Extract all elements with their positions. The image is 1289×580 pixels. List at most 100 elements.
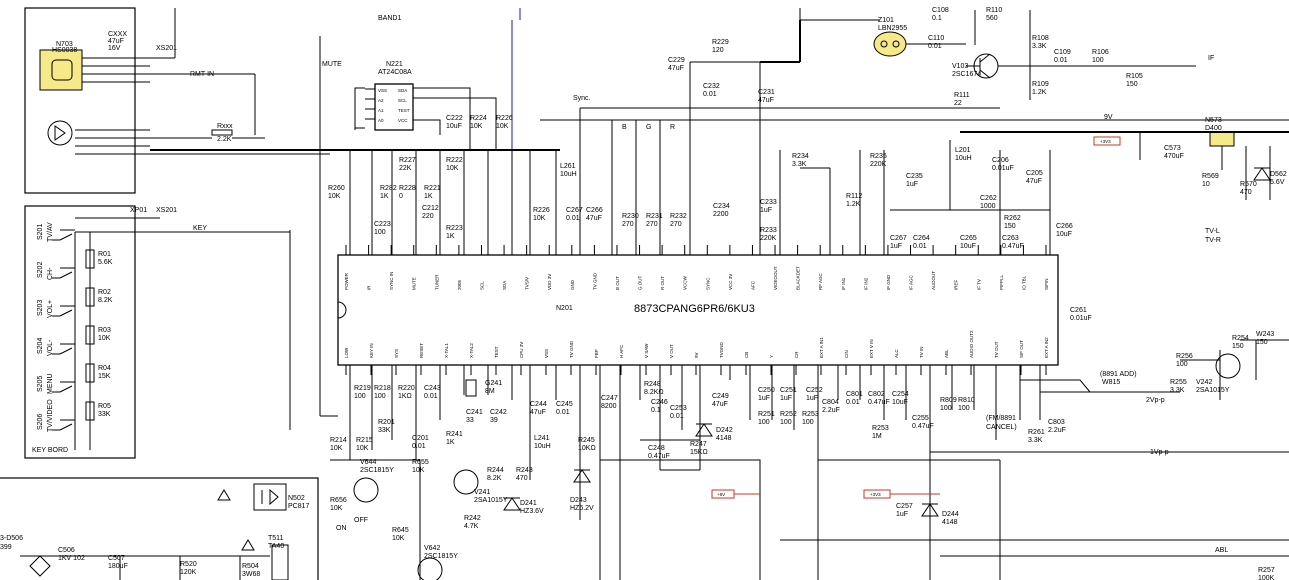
component-value: 10uF [892,399,908,406]
component-value: 220K [760,235,777,242]
bottom-pin-label: CR [794,351,799,358]
component-labels: R26010KC223100R2821KR2280R22722KR2211KR2… [58,7,1287,580]
keyboard-xp-label: XP01 [130,207,147,214]
top-pin-label: VIDEOOUT [773,266,778,290]
top-pin-label: SYNC [705,277,710,290]
bottom-pin-label: EXT A IN2 [1044,337,1049,358]
component-ref: R234 [792,153,809,160]
keyboard-resistor [85,287,95,307]
component-value: 1uF [896,511,908,518]
component-ref: R245 [578,437,595,444]
bottom-pin-label: X-TAL2 [469,343,474,358]
component-value: 22K [399,165,412,172]
component-value: 8.2KΩ [644,389,664,396]
component-value: 150 [1126,81,1138,88]
eeprom-part: AT24C08A [378,69,412,76]
ir-cap-volt: 16V [108,45,121,52]
component-ref: C201 [412,435,429,442]
component-value: 10uF [1056,231,1072,238]
bottom-pin-label: CIN [844,350,849,358]
bottom-pin-label: Y [769,355,774,358]
top-pin-label: RF AGC [818,272,823,290]
net-8891-add: (8891 ADD) [1100,371,1137,378]
component-ref: C246 [651,399,668,406]
component-ref: C804 [822,399,839,406]
component-ref: C263 [1002,235,1019,242]
svg-text:+8V: +8V [717,492,725,497]
component-ref: R255 [1170,379,1187,386]
component-value: HZ3.6V [520,508,544,515]
component-ref: C254 [892,391,909,398]
component-value: 47uF [586,215,602,222]
component-value: 470uF [1164,153,1184,160]
component-ref: V242 [1196,379,1212,386]
component-value: 2SC1674 [952,71,981,78]
component-value: 2.2uF [822,407,840,414]
top-pin-label: SDA [502,281,507,290]
component-ref: R219 [354,385,371,392]
eeprom-pin-right: SCL [398,98,407,103]
top-pin-label: 2005 [457,279,462,290]
component-ref: C266 [586,207,603,214]
component-value: LBN2955 [878,25,907,32]
component-ref: L201 [955,147,971,154]
ir-r-val: 2.2K [217,136,232,143]
component-value: 120K [180,569,197,576]
component-ref: R570 [1240,181,1257,188]
warning-triangle-icon-2 [241,539,255,551]
component-value: 0.01 [566,215,580,222]
component-ref: C803 [1048,419,1065,426]
keyboard-resistor-ref: R05 [98,403,111,410]
component-value: 47uF [758,97,774,104]
component-value: 1uF [758,395,770,402]
component-ref: C265 [960,235,977,242]
component-ref: C253 [670,405,687,412]
main-ic-ref: N201 [556,305,573,312]
component-ref: R111 [954,92,970,99]
component-value: 0.01uF [992,165,1014,172]
component-value: 0.01 [412,443,426,450]
component-ref: W243 [1256,331,1274,338]
component-value: 10 [1202,181,1210,188]
crystal-g241 [465,379,477,397]
top-pin-label: IF IN1 [841,277,846,290]
component-value: 0.01 [928,43,942,50]
top-pin-label: VDD 3V [547,274,552,290]
top-pin-label: MUTE [412,277,417,290]
component-ref: C231 [758,89,775,96]
component-ref: R228 [399,185,416,192]
net-off: OFF [354,517,368,524]
component-value: 150 [1232,343,1244,350]
push-switch-icon [52,229,75,241]
component-ref: R214 [330,437,347,444]
component-value: 10uH [534,443,551,450]
component-ref: C266 [1056,223,1073,230]
component-value: 0 [399,193,403,200]
